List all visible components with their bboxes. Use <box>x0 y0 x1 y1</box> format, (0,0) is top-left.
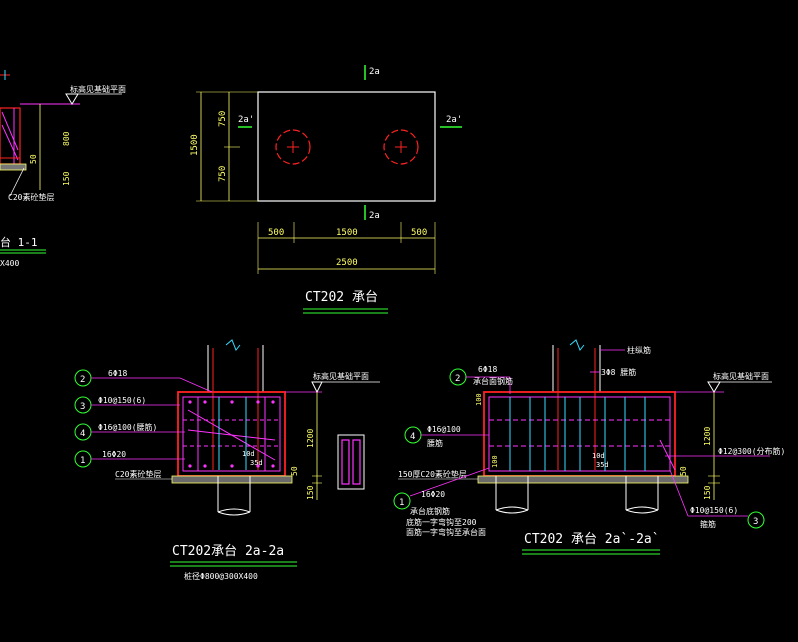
plan-section-left: 2a' <box>238 115 254 125</box>
section-b-bar-right-c: 箍筋 <box>700 519 716 529</box>
callout-b1-icon <box>393 492 411 510</box>
section-b-anchor-len: 35d <box>596 461 609 469</box>
section-b-label-1b: 承台底钢筋 <box>410 506 450 516</box>
section-a-elev-marker-icon <box>311 381 323 394</box>
left-dim-800: 800 <box>62 131 71 146</box>
break-line-b-icon <box>569 339 585 351</box>
section-b-dim-100b: 100 <box>491 455 499 468</box>
callout-b3-number: 3 <box>753 517 758 527</box>
left-elevation-marker-icon <box>65 93 79 105</box>
section-a-dim-150: 150 <box>306 485 315 500</box>
pile-circle-left-icon <box>275 129 311 165</box>
section-a-anchor-len: 35d <box>250 459 263 467</box>
section-b-dim-100a: 100 <box>475 393 483 406</box>
left-cushion-icon <box>0 163 27 171</box>
section-a-label-2: 6Φ18 <box>108 369 127 378</box>
section-b-label-4b: 腰筋 <box>427 438 443 448</box>
callout-b1-number: 1 <box>399 498 404 508</box>
callout-3-number: 3 <box>80 402 85 412</box>
section-b-label-2a: 6Φ18 <box>478 365 497 374</box>
section-a-elev-label: 标高见基础平面 <box>313 371 369 381</box>
plan-dim-height-lower: 750 <box>218 166 228 182</box>
left-dim-150: 150 <box>62 171 71 186</box>
left-elev-label: 标高见基础平面 <box>70 84 126 94</box>
plan-dim-width-right: 500 <box>411 228 427 238</box>
callout-b3-icon <box>747 511 765 529</box>
section-b-label-4a: Φ16@100 <box>427 425 461 434</box>
left-section-title: 台 1-1 <box>0 235 38 249</box>
section-b-note-2: 面筋一字弯钩至承台面 <box>406 527 486 537</box>
section-b-elev-label: 标高见基础平面 <box>713 371 769 381</box>
section-a-cap-outline <box>177 391 286 477</box>
section-b-label-2b: 承台面钢筋 <box>473 376 513 386</box>
callout-1-number: 1 <box>80 456 85 466</box>
section-b-cushion-label: 150厚C20素砼垫层 <box>398 469 467 479</box>
section-a-dim-50: 50 <box>290 466 299 476</box>
break-line-icon <box>225 339 241 351</box>
section-a-title: CT202承台 2a-2a <box>172 544 284 559</box>
left-c20-label: C20素砼垫层 <box>8 192 54 202</box>
callout-b2-number: 2 <box>455 374 460 384</box>
left-partial-detail: 标高见基础平面 800 50 150 C20素砼垫层 台 1-1 X400 <box>0 70 126 268</box>
section-a-label-1: 16Φ20 <box>102 450 126 459</box>
plan-title: CT202 承台 <box>305 290 378 305</box>
section-a-label-3: Φ10@150(6) <box>98 396 146 405</box>
callout-4-number: 4 <box>80 429 85 439</box>
section-b-dim-1200: 1200 <box>703 427 712 446</box>
plan-section-bottom: 2a <box>369 211 380 221</box>
section-2a-2a: 2 6Φ18 3 Φ10@150(6) 4 Φ16@100(腰筋) 1 16Φ2… <box>74 339 380 581</box>
section-b-pile-left-icon <box>495 476 529 514</box>
section-a-pile-icon <box>217 476 251 516</box>
section-a-anchor-label: 10d <box>242 450 255 458</box>
plan-dim-height-total: 1500 <box>190 134 200 156</box>
section-b-bar-right-a: Φ12@300(分布筋) <box>718 446 785 456</box>
section-b-label-1: 16Φ20 <box>421 490 445 499</box>
section-b-pile-right-icon <box>625 476 659 514</box>
section-b-note-1: 底筋一字弯钩至200 <box>406 517 477 527</box>
section-b-anchor-label: 10d <box>592 452 605 460</box>
pile-circle-right-icon <box>383 129 419 165</box>
section-a-dim-1200: 1200 <box>306 429 315 448</box>
section-a-cushion-icon <box>171 475 293 484</box>
section-b-dim-50: 50 <box>679 466 688 476</box>
left-dim-50: 50 <box>29 154 38 164</box>
callout-b4-number: 4 <box>410 432 415 442</box>
plan-dim-width-mid: 1500 <box>336 228 358 238</box>
section-b-bar-right-b: Φ10@150(6) <box>690 506 738 515</box>
plan-section-top: 2a <box>369 67 380 77</box>
plan-view: 2a 2a 2a' 2a' 1500 750 750 500 1500 500 … <box>190 65 462 314</box>
plan-dim-width-total: 2500 <box>336 258 358 268</box>
section-b-label-3d: 3Φ8 腰筋 <box>601 367 636 377</box>
section-a-label-4: Φ16@100(腰筋) <box>98 422 157 432</box>
section-b-dim-150: 150 <box>703 485 712 500</box>
plan-dim-width-left: 500 <box>268 228 284 238</box>
callout-2-number: 2 <box>80 375 85 385</box>
left-pile-note: X400 <box>0 259 19 268</box>
section-a-c20-label: C20素砼垫层 <box>115 469 161 479</box>
section-b-cushion-icon <box>477 475 689 484</box>
section-b-elev-marker-icon <box>707 381 721 393</box>
pile-cap-outline <box>257 91 436 202</box>
section-b-label-column: 柱纵筋 <box>627 345 651 355</box>
section-b-title: CT202 承台 2a`-2a` <box>524 532 660 547</box>
stirrup-detail-icon <box>337 434 365 490</box>
section-2a-prime: 100 100 2 6Φ18 承台面钢筋 柱纵筋 3Φ8 腰筋 4 Φ16@10… <box>393 339 785 555</box>
section-a-pile-note: 桩径Φ800@300X400 <box>184 571 258 581</box>
plan-dim-height-upper: 750 <box>218 111 228 127</box>
plan-section-right: 2a' <box>446 115 462 125</box>
